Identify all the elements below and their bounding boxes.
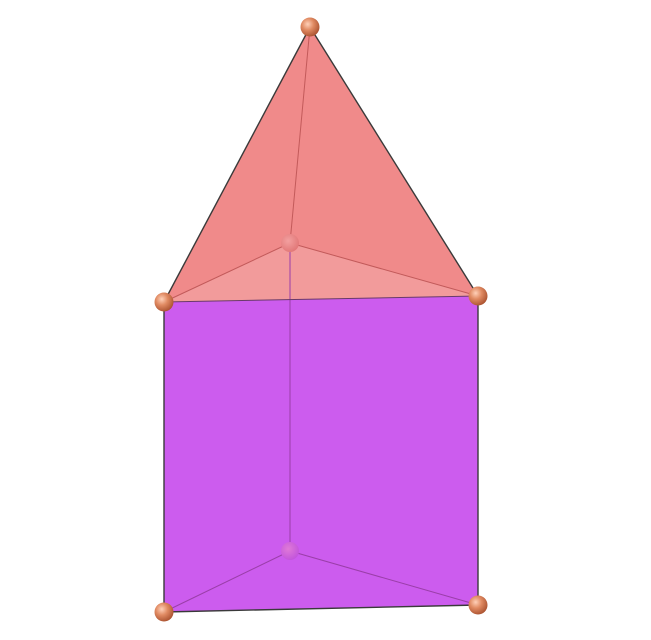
vertex-lower-right: [468, 595, 488, 615]
pyramid-front-face: [164, 27, 478, 302]
hidden-edge-lower-left-back: [163, 550, 291, 613]
visible-edges: [163, 26, 479, 613]
edge-upper-front: [163, 295, 479, 303]
hidden-edge-apex-back: [289, 26, 311, 244]
vertex-lower-back: [281, 542, 299, 560]
edge-lower-front: [163, 604, 479, 613]
edge-apex-upper-right: [309, 26, 479, 297]
hidden-edges: [163, 26, 479, 613]
vertex-upper-back: [281, 234, 299, 252]
edge-apex-upper-left: [163, 26, 311, 303]
hidden-edge-upper-right-back: [289, 242, 479, 297]
prism-front-face: [164, 296, 478, 612]
hidden-edge-lower-right-back: [289, 550, 479, 606]
vertex-upper-left: [154, 292, 174, 312]
hidden-edge-upper-left-back: [163, 242, 291, 303]
vertex-lower-left: [154, 602, 174, 622]
vertex-apex: [300, 17, 320, 37]
vertex-upper-right: [468, 286, 488, 306]
